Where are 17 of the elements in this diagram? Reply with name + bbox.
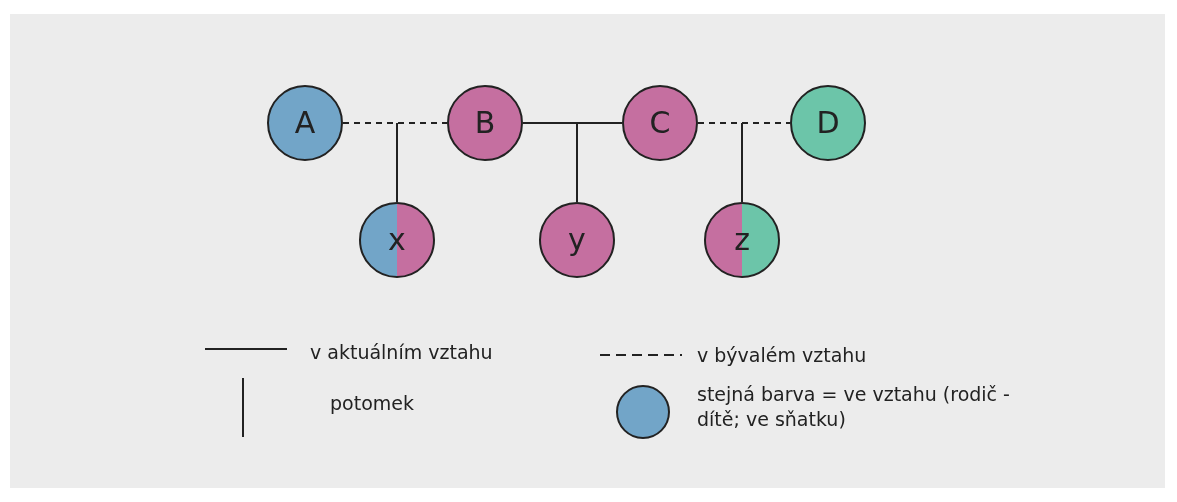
legend-text: potomek bbox=[330, 391, 415, 416]
descendant-line bbox=[741, 122, 743, 203]
relationship-line bbox=[342, 122, 448, 124]
node-label: C bbox=[649, 108, 671, 138]
node-label: z bbox=[734, 225, 750, 255]
descendant-line bbox=[576, 122, 578, 203]
relationship-line bbox=[697, 122, 791, 124]
legend-text: stejná barva = ve vztahu (rodič - dítě; ve sňatku) bbox=[697, 382, 1011, 432]
node-label: x bbox=[388, 225, 406, 255]
relationship-line bbox=[522, 122, 623, 124]
descendant-line bbox=[396, 122, 398, 203]
node-label: B bbox=[474, 108, 496, 138]
node-label: D bbox=[816, 108, 840, 138]
node-label: y bbox=[568, 225, 586, 255]
legend-text: v aktuálním vztahu bbox=[310, 340, 494, 365]
node-label: A bbox=[294, 108, 316, 138]
legend-text: v bývalém vztahu bbox=[697, 343, 868, 368]
